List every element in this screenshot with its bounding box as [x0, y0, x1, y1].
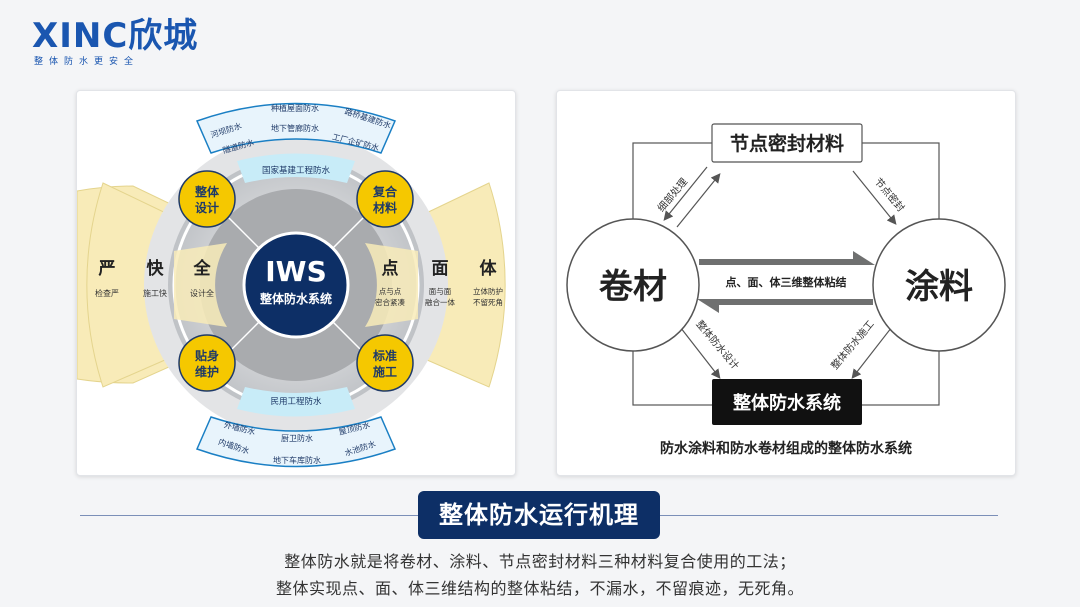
center-arrow-left — [697, 299, 873, 313]
quadrant-text: 复合 — [372, 184, 398, 199]
right-wing-sub: 点与点 — [379, 287, 402, 296]
top-box-label: 节点密封材料 — [730, 132, 844, 155]
edge-label-lower-right: 整体防水施工 — [828, 318, 877, 372]
description-line-2: 整体实现点、面、体三维结构的整体粘结，不漏水，不留痕迹，无死角。 — [275, 579, 804, 598]
quadrant-text: 施工 — [373, 364, 397, 379]
bottom-box — [712, 379, 862, 425]
material-diagram-panel: 节点密封材料 整体防水系统 细部处理 节点密封 整体防水设计 整体防水施工 卷材… — [556, 90, 1016, 476]
right-wing-title: 体 — [480, 258, 498, 279]
right-wing-sub: 不留死角 — [473, 297, 503, 307]
right-inner-wing — [365, 243, 418, 327]
left-wing-sub: 施工快 — [143, 288, 167, 298]
section-title: 整体防水运行机理 — [418, 491, 660, 539]
top-band-label: 国家基建工程防水 — [262, 165, 331, 176]
quadrant-circle-bottom-right — [356, 334, 414, 392]
quadrant-text: 材料 — [372, 200, 397, 215]
iws-subtitle: 整体防水系统 — [259, 291, 332, 306]
brand-logo: XINC欣城 整体防水更安全 — [32, 18, 198, 67]
title-divider-right — [660, 515, 998, 516]
left-circle-label: 卷材 — [599, 267, 667, 307]
logo-text: XINC欣城 — [32, 16, 199, 56]
right-wing-sub: 面与面 — [429, 287, 452, 296]
top-arc-box — [195, 102, 397, 154]
quadrant-circle-bottom-left — [178, 334, 236, 392]
quadrant-circle-top-left — [178, 170, 236, 228]
right-wing-title: 点 — [382, 258, 399, 279]
left-wing-title: 快 — [147, 258, 165, 279]
left-wing-sub: 检查严 — [95, 288, 119, 298]
quadrant-text: 贴身 — [195, 348, 219, 363]
quadrant-text: 整体 — [194, 184, 220, 199]
title-divider-left — [80, 515, 418, 516]
bottom-arc-item: 地下车库防水 — [273, 455, 321, 465]
right-wing-title: 面 — [432, 259, 449, 279]
bottom-band-label: 民用工程防水 — [270, 396, 322, 407]
iws-diagram: 种植屋面防水 路桥基建防水 河坝防水 地下管廊防水 工厂企矿防水 隧道防水 国家… — [76, 102, 506, 468]
bottom-arc-box — [195, 416, 397, 468]
bottom-arc-item: 厨卫防水 — [281, 433, 313, 443]
right-circle-label: 涂料 — [905, 267, 973, 307]
arrow-upper-left-back — [676, 173, 721, 228]
left-inner-wing — [174, 243, 227, 327]
right-circle — [872, 218, 1006, 352]
arrow-upper-right — [852, 170, 897, 225]
bottom-box-label: 整体防水系统 — [732, 392, 841, 414]
quadrant-text: 设计 — [195, 200, 219, 215]
right-wing-sub: 立体防护 — [473, 286, 503, 296]
center-arrow-right — [699, 251, 875, 265]
left-wing-title: 严 — [99, 259, 116, 279]
top-box — [711, 123, 863, 163]
bottom-cyan-band — [237, 387, 355, 417]
iws-title: IWS — [265, 255, 326, 288]
edge-label-lower-left: 整体防水设计 — [693, 318, 742, 372]
quadrant-text: 标准 — [372, 348, 397, 363]
iws-diagram-panel: 种植屋面防水 路桥基建防水 河坝防水 地下管廊防水 工厂企矿防水 隧道防水 国家… — [76, 90, 516, 476]
top-arc-item: 种植屋面防水 — [271, 103, 319, 113]
description-line-1: 整体防水就是将卷材、涂料、节点密封材料三种材料复合使用的工法； — [284, 552, 796, 571]
left-circle — [566, 218, 700, 352]
right-diagram-caption: 防水涂料和防水卷材组成的整体防水系统 — [660, 440, 912, 457]
arrow-lower-left — [676, 322, 721, 379]
top-cyan-band — [237, 153, 355, 183]
right-wing-sub: 融合一体 — [425, 297, 455, 307]
logo-tagline: 整体防水更安全 — [34, 57, 140, 67]
material-diagram: 节点密封材料 整体防水系统 细部处理 节点密封 整体防水设计 整体防水施工 卷材… — [566, 123, 1006, 457]
left-wing-title: 全 — [193, 258, 212, 279]
iws-center-circle — [242, 231, 350, 339]
top-arc-item: 地下管廊防水 — [271, 123, 319, 133]
quadrant-circle-top-right — [356, 170, 414, 228]
arrow-lower-right — [851, 322, 896, 379]
quadrant-text: 维护 — [195, 364, 219, 379]
arrow-upper-left — [663, 166, 708, 221]
right-wing-sub: 密合紧凑 — [375, 297, 405, 307]
left-wing-sub: 设计全 — [190, 288, 214, 298]
edge-label-upper-right: 节点密封 — [872, 175, 908, 214]
center-arrow-label: 点、面、体三维整体粘结 — [726, 275, 847, 289]
